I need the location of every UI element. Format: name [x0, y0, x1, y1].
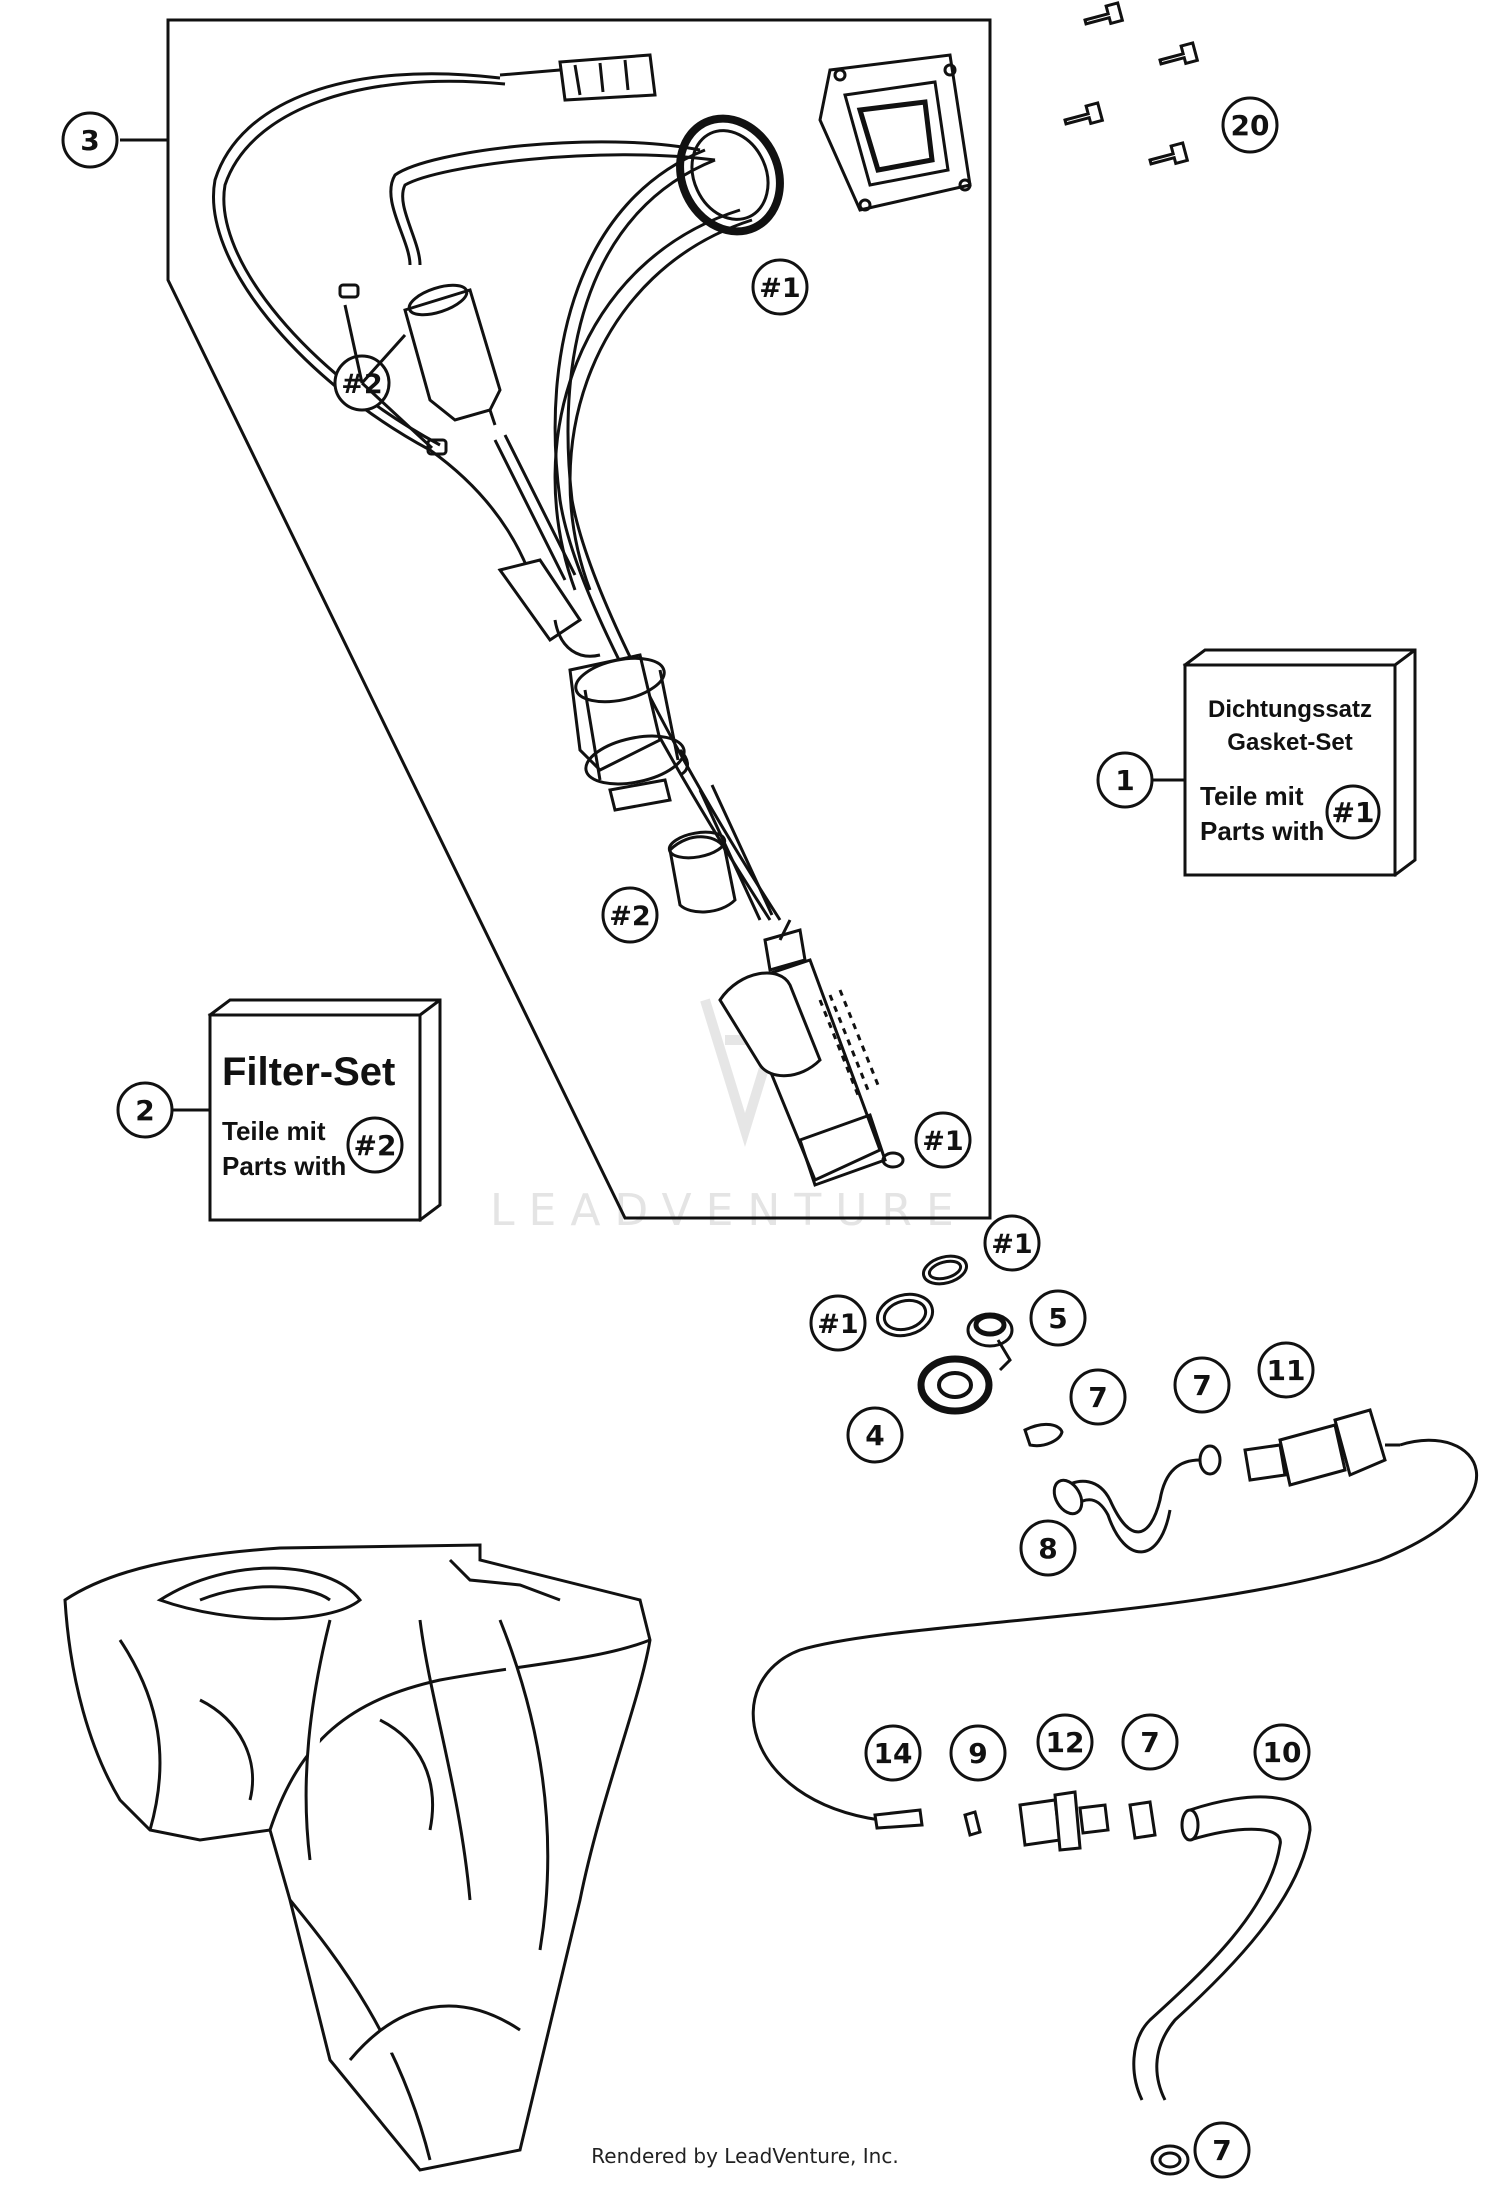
- gasket-box-line2: Gasket-Set: [1227, 729, 1352, 756]
- callout-leaders: [343, 304, 434, 450]
- gasket-box-line4: Parts with: [1200, 816, 1324, 846]
- callout-14: 14: [874, 1737, 913, 1770]
- callout-7-c: 7: [1140, 1726, 1159, 1759]
- filter-box-line1: Teile mit: [222, 1116, 326, 1146]
- callout-11: 11: [1267, 1354, 1306, 1387]
- callout-8: 8: [1038, 1532, 1057, 1565]
- callout-10: 10: [1263, 1736, 1302, 1769]
- gasket-box-line1: Dichtungssatz: [1208, 696, 1372, 723]
- vent-hose-parts: [873, 1790, 1312, 2176]
- callout-2-box: 2: [135, 1094, 154, 1127]
- callout-20: 20: [1231, 109, 1270, 142]
- callout-1-pump: #1: [922, 1126, 963, 1157]
- footer-credit: Rendered by LeadVenture, Inc.: [591, 2144, 898, 2168]
- callout-3: 3: [80, 124, 99, 157]
- callout-circles: [61, 96, 1315, 2179]
- callout-1-box: 1: [1115, 764, 1134, 797]
- callout-7-b: 7: [1192, 1369, 1211, 1402]
- callout-2-filter: #2: [341, 369, 382, 400]
- callout-1-b: #1: [817, 1309, 858, 1340]
- callout-12: 12: [1046, 1726, 1085, 1759]
- watermark: LEADVENTURE: [490, 1185, 968, 1236]
- callout-5: 5: [1048, 1302, 1067, 1335]
- fuel-tank: [63, 1543, 652, 2172]
- screws-20: [1063, 1, 1200, 166]
- callout-9: 9: [968, 1737, 987, 1770]
- filter-set-box: [207, 998, 442, 1222]
- filter-box-line2: Parts with: [222, 1151, 346, 1181]
- callout-4: 4: [865, 1419, 884, 1452]
- assembly-3-frame: [120, 18, 992, 1220]
- fuel-pump-assembly: [212, 53, 972, 1187]
- callout-7-d: 7: [1212, 2134, 1231, 2167]
- gasket-box-line3: Teile mit: [1200, 781, 1304, 811]
- callout-2-mid: #2: [609, 901, 650, 932]
- callout-7-a: 7: [1088, 1381, 1107, 1414]
- callout-1-a: #1: [991, 1229, 1032, 1260]
- fitting-parts: [751, 1254, 1479, 1822]
- callout-1-top: #1: [759, 273, 800, 304]
- gasket-box-badge-circle: [1325, 784, 1381, 840]
- filter-box-badge: #2: [354, 1129, 397, 1162]
- filter-box-title: Filter-Set: [222, 1050, 395, 1094]
- filter-box-badge-circle: [346, 1116, 404, 1174]
- gasket-box-badge: #1: [1332, 796, 1375, 829]
